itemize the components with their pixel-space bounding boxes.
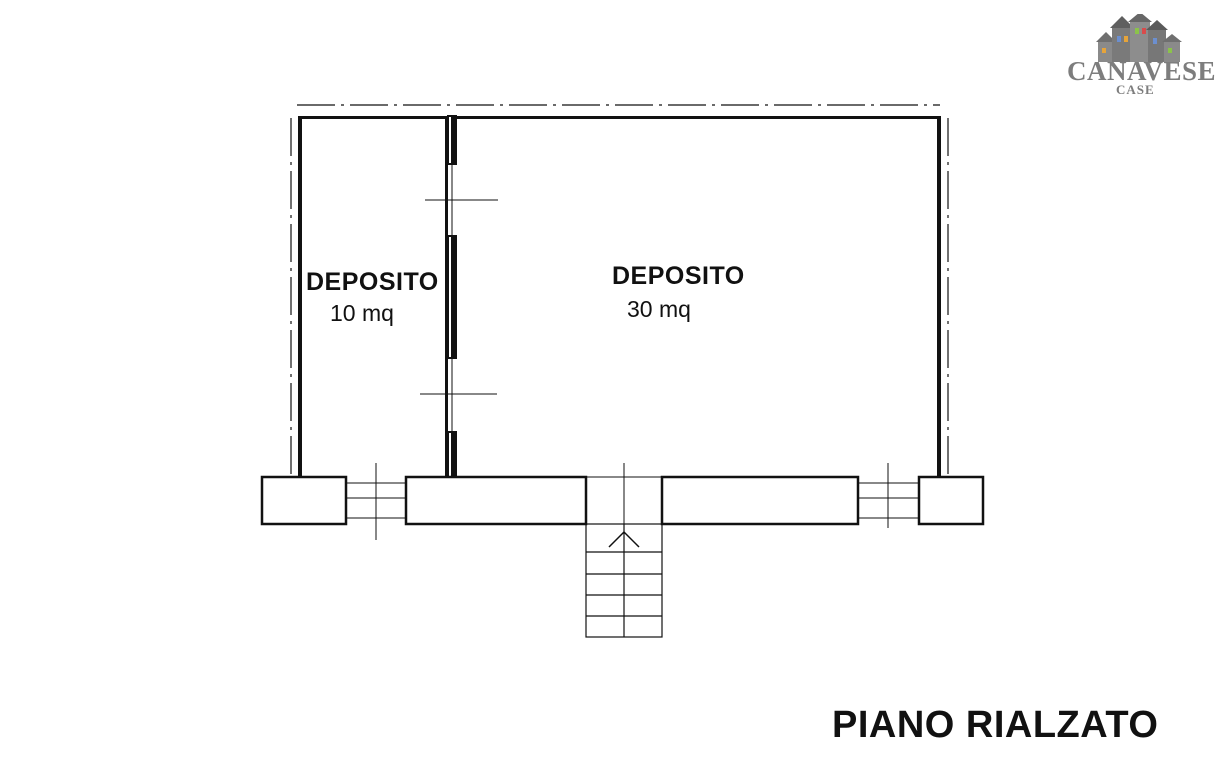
logo-subtext: CASE xyxy=(1116,82,1155,97)
wall-segment xyxy=(404,475,588,526)
canavese-case-logo xyxy=(1096,14,1182,62)
staircase xyxy=(585,523,663,638)
wall xyxy=(456,116,940,119)
wall-segment xyxy=(917,475,985,526)
entrance-door xyxy=(586,463,662,524)
wall xyxy=(298,116,448,119)
wall xyxy=(451,236,456,358)
room-title-small: DEPOSITO xyxy=(306,268,439,296)
window xyxy=(346,463,406,540)
wall xyxy=(298,116,302,477)
window xyxy=(858,463,919,528)
up-arrow-icon xyxy=(608,530,640,548)
floor-title: PIANO RIALZATO xyxy=(832,704,1159,746)
wall xyxy=(451,432,456,477)
wall xyxy=(937,116,941,477)
wall xyxy=(445,116,448,477)
wall xyxy=(451,116,456,164)
wall-segment xyxy=(260,475,348,526)
room-title-large: DEPOSITO xyxy=(612,262,745,290)
room-area-small: 10 mq xyxy=(330,300,394,326)
wall-segment xyxy=(660,475,860,526)
room-area-large: 30 mq xyxy=(627,296,691,322)
logo-text: CANAVESE xyxy=(1067,56,1217,86)
logo-houses-icon xyxy=(1096,14,1182,62)
